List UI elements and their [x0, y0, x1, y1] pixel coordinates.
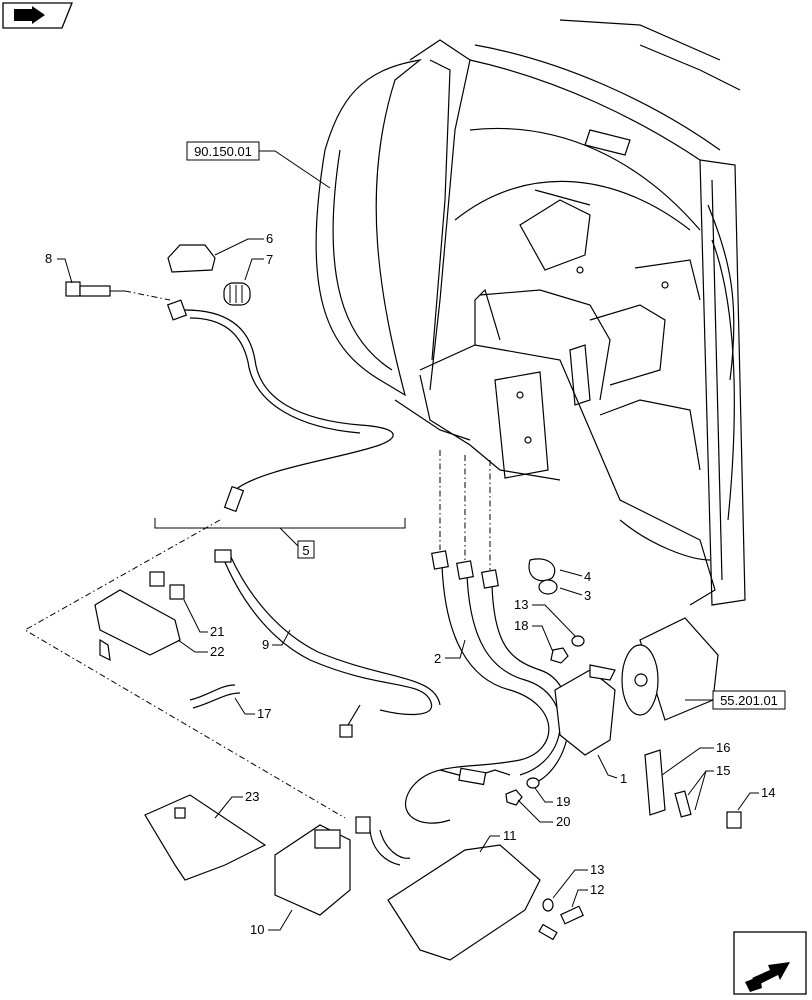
cab-frame [315, 19, 746, 606]
callout-8: 8 [45, 251, 73, 284]
connector-leader-lines [439, 450, 491, 570]
callout-17: 17 [234, 697, 271, 721]
svg-text:12: 12 [590, 882, 604, 897]
bracket-23 [144, 794, 267, 881]
reference-55-201-01[interactable]: 55.201.01 [685, 690, 786, 710]
callout-6: 6 [214, 231, 273, 256]
svg-text:13: 13 [590, 862, 604, 877]
callout-4: 4 [559, 569, 591, 584]
svg-text:11: 11 [503, 828, 517, 843]
svg-text:19: 19 [556, 794, 570, 809]
starter-motor [621, 617, 719, 721]
callout-13-lower: 13 [552, 862, 604, 899]
callout-23: 23 [214, 789, 259, 819]
svg-text:13: 13 [514, 597, 528, 612]
group-label-5: 5 [297, 540, 315, 559]
right-arrow-icon[interactable] [2, 2, 73, 29]
callout-1: 1 [597, 754, 627, 786]
svg-text:55.201.01: 55.201.01 [720, 693, 778, 708]
nut-20 [505, 777, 540, 806]
callout-13-upper: 13 [514, 597, 576, 637]
dash-link [23, 519, 346, 819]
svg-text:5: 5 [302, 543, 309, 558]
bolt-12 [538, 898, 584, 941]
svg-text:6: 6 [266, 231, 273, 246]
reference-90-150-01[interactable]: 90.150.01 [186, 141, 331, 189]
svg-text:21: 21 [210, 624, 224, 639]
callout-11: 11 [479, 828, 517, 853]
callout-14: 14 [737, 785, 775, 811]
svg-text:2: 2 [434, 651, 441, 666]
callout-19: 19 [534, 787, 570, 809]
callout-12: 12 [571, 882, 604, 908]
callout-16: 16 [661, 740, 730, 776]
callout-7: 7 [244, 252, 273, 281]
svg-text:9: 9 [262, 637, 269, 652]
grommet-7 [223, 282, 251, 306]
svg-text:8: 8 [45, 251, 52, 266]
callout-15: 15 [687, 763, 730, 811]
svg-text:18: 18 [514, 618, 528, 633]
svg-text:23: 23 [245, 789, 259, 804]
stud-8 [65, 281, 171, 301]
connector-14 [726, 811, 742, 829]
junction-block-1 [554, 664, 616, 756]
callout-10: 10 [250, 909, 293, 937]
callout-21: 21 [183, 599, 224, 639]
svg-text:10: 10 [250, 922, 264, 937]
svg-text:90.150.01: 90.150.01 [194, 144, 252, 159]
control-module-22 [94, 589, 181, 662]
fuse-15 [674, 790, 692, 818]
callout-2: 2 [434, 639, 466, 666]
svg-text:14: 14 [761, 785, 775, 800]
group-bracket [154, 518, 406, 549]
nut-18 [550, 635, 585, 664]
clip-4 [528, 558, 556, 582]
svg-text:16: 16 [716, 740, 730, 755]
battery-box-10 [274, 824, 351, 916]
clip-3 [538, 579, 558, 595]
callout-3: 3 [559, 587, 591, 603]
svg-text:1: 1 [620, 771, 627, 786]
svg-text:17: 17 [257, 706, 271, 721]
callout-9: 9 [262, 629, 291, 652]
battery-cable-upper [166, 299, 394, 513]
bracket-16 [644, 749, 666, 816]
navigate-arrow-icon[interactable] [733, 931, 807, 995]
callout-20: 20 [517, 799, 570, 829]
svg-text:22: 22 [210, 644, 224, 659]
svg-text:15: 15 [716, 763, 730, 778]
cover-11 [387, 844, 541, 961]
harness-2 [355, 550, 570, 866]
svg-text:4: 4 [584, 569, 591, 584]
hose-17 [189, 684, 241, 709]
battery-cable-9 [214, 549, 441, 738]
callout-22: 22 [177, 639, 224, 659]
terminal-cover-6 [167, 244, 216, 273]
relay-21 [149, 571, 185, 600]
svg-text:7: 7 [266, 252, 273, 267]
svg-text:20: 20 [556, 814, 570, 829]
callout-18: 18 [514, 618, 554, 653]
svg-text:3: 3 [584, 588, 591, 603]
